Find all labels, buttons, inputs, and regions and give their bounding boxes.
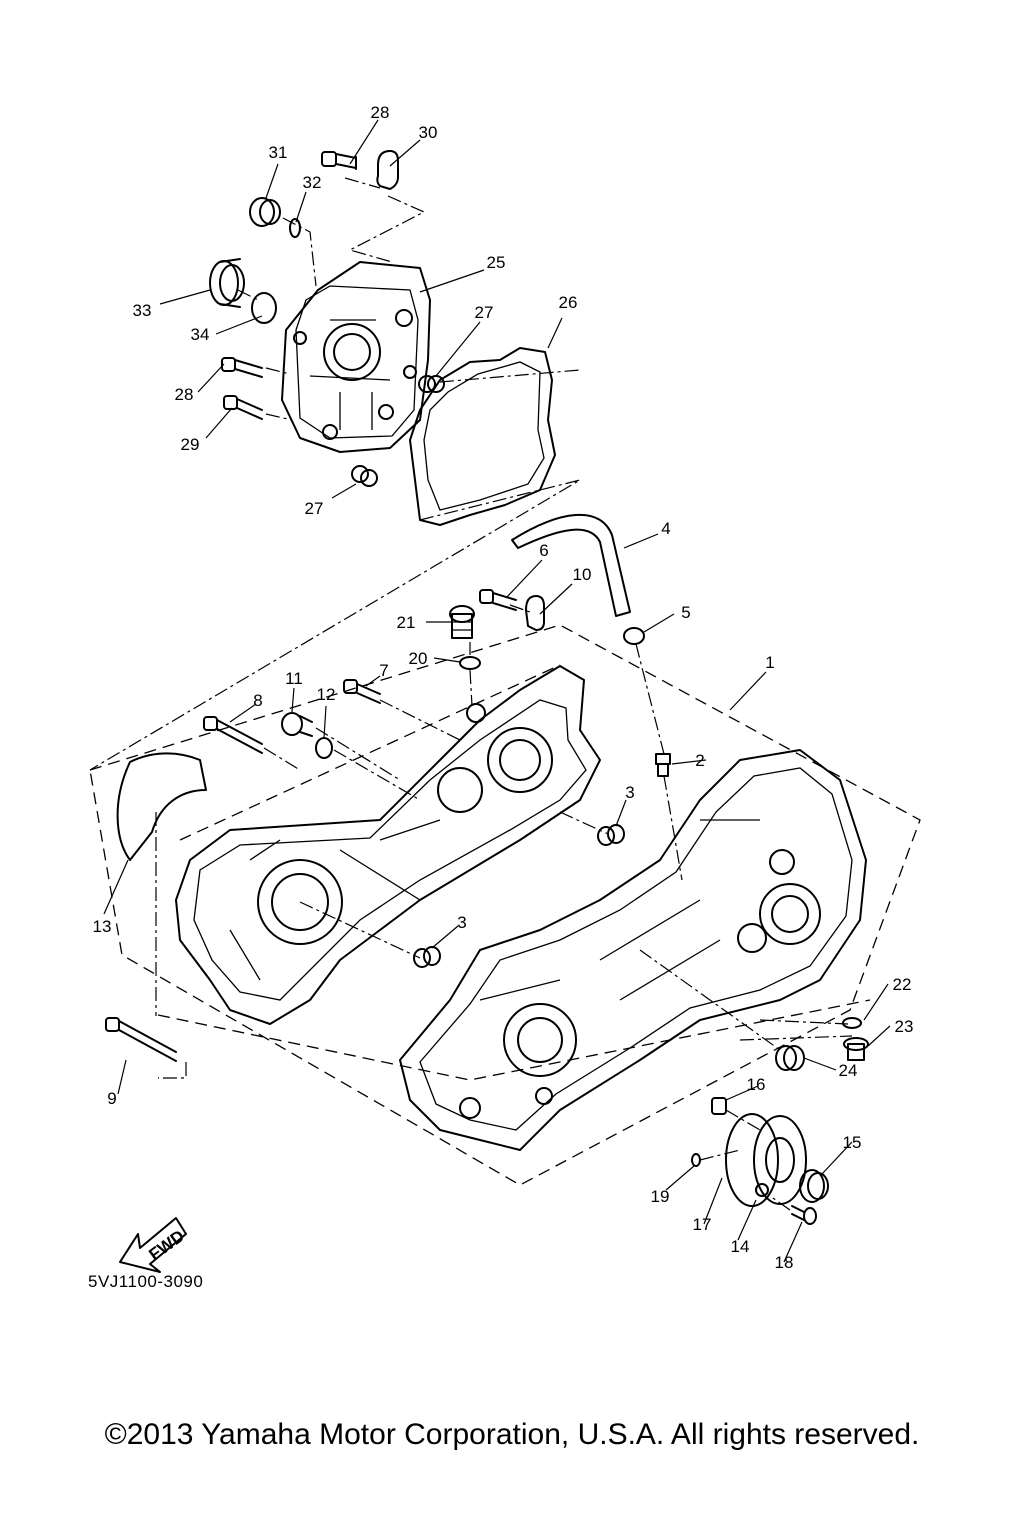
drain-bolt-21: [449, 605, 475, 639]
callout-9: 9: [107, 1089, 116, 1108]
bolt-6: [479, 589, 517, 611]
diagram-code: 5VJ1100-3090: [88, 1272, 204, 1291]
callout-2: 2: [695, 751, 704, 770]
gasket-26: [409, 347, 556, 526]
bolt-11: [281, 712, 313, 737]
screw-18: [791, 1205, 817, 1225]
callout-30: 30: [419, 123, 438, 142]
washer-22: [842, 1017, 862, 1029]
pin-19: [691, 1153, 701, 1167]
washer-12: [315, 737, 333, 759]
callout-15: 15: [843, 1133, 862, 1152]
oil-seal-33: [209, 258, 245, 308]
callout-19: 19: [651, 1187, 670, 1206]
crankcase-cover-25: [281, 261, 431, 453]
o-ring-32: [289, 218, 301, 238]
gasket-13: [116, 752, 207, 861]
callout-26: 26: [559, 293, 578, 312]
bolt-7: [343, 679, 381, 704]
fwd-label: FWD: [145, 1226, 187, 1264]
fwd-arrow-icon: FWD: [119, 1217, 188, 1273]
callout-31: 31: [269, 143, 288, 162]
callout-3: 3: [625, 783, 634, 802]
oil-seal-24: [775, 1045, 805, 1071]
callout-16: 16: [747, 1075, 766, 1094]
bolt-29: [223, 395, 263, 420]
callout-28: 28: [175, 385, 194, 404]
plug-31: [249, 197, 281, 227]
callout-27: 27: [475, 303, 494, 322]
right-crankcase-half: [399, 749, 867, 1151]
copyright-notice: ©2013 Yamaha Motor Corporation, U.S.A. A…: [104, 1418, 920, 1451]
fitting-2: [655, 753, 671, 777]
callout-labels: 28 30 31 32 25 26 33 27 34 28 29 27 4 6 …: [93, 103, 914, 1272]
clamp-10: [525, 595, 545, 631]
callout-24: 24: [839, 1061, 858, 1080]
callout-12: 12: [317, 685, 336, 704]
callout-3: 3: [457, 913, 466, 932]
callout-8: 8: [253, 691, 262, 710]
crankcase-cover-assembly: [89, 150, 581, 771]
dowel-27-upper: [418, 375, 445, 393]
callout-23: 23: [895, 1017, 914, 1036]
hose-4: [511, 514, 631, 617]
plug-23: [843, 1037, 869, 1061]
pin-16: [711, 1097, 727, 1115]
left-crankcase-half: [175, 665, 601, 1025]
callout-27: 27: [305, 499, 324, 518]
oil-seal-15: [799, 1169, 829, 1203]
bolt-8: [203, 716, 263, 754]
callout-1: 1: [765, 653, 774, 672]
callout-14: 14: [731, 1237, 750, 1256]
callout-17: 17: [693, 1215, 712, 1234]
callout-10: 10: [573, 565, 592, 584]
washer-20: [459, 656, 481, 670]
callout-6: 6: [539, 541, 548, 560]
clip-5: [623, 627, 645, 645]
bolt-28-top: [321, 151, 357, 170]
bolt-28-lower: [221, 357, 263, 378]
callout-33: 33: [133, 301, 152, 320]
callout-25: 25: [487, 253, 506, 272]
callout-13: 13: [93, 917, 112, 936]
dowel-3-upper: [597, 824, 625, 846]
callout-4: 4: [661, 519, 670, 538]
callout-22: 22: [893, 975, 912, 994]
callout-28: 28: [371, 103, 390, 122]
o-ring-34: [251, 292, 277, 324]
callout-18: 18: [775, 1253, 794, 1272]
callout-11: 11: [285, 669, 303, 688]
callout-29: 29: [181, 435, 200, 454]
clamp-30: [376, 150, 399, 190]
cover-14-and-gasket-17: [725, 1113, 807, 1207]
callout-21: 21: [397, 613, 416, 632]
callout-34: 34: [191, 325, 210, 344]
bolt-9: [105, 1017, 177, 1062]
callout-20: 20: [409, 649, 428, 668]
callout-32: 32: [303, 173, 322, 192]
callout-7: 7: [379, 661, 388, 680]
dowel-3-lower: [413, 946, 441, 968]
crankcase-assembly: [89, 119, 921, 1263]
dowel-27-lower: [351, 465, 378, 487]
callout-5: 5: [681, 603, 690, 622]
